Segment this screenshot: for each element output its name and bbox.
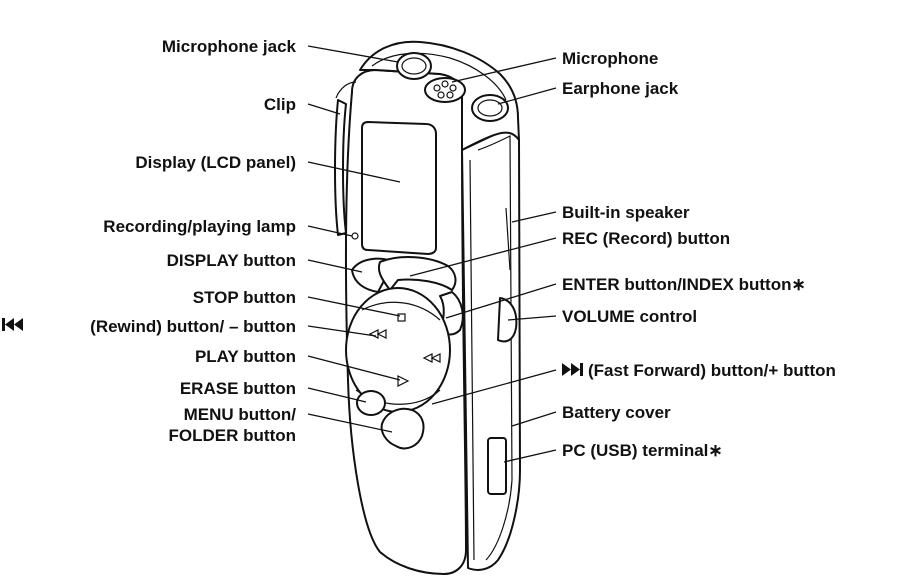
stop-icon: [397, 313, 406, 322]
label-battery-cover: Battery cover: [562, 403, 671, 422]
skip-back-icon: [2, 318, 23, 331]
label-rewind-button: (Rewind) button/ – button: [90, 317, 296, 336]
label-built-in-speaker: Built-in speaker: [562, 203, 690, 222]
label-pc-usb-terminal: PC (USB) terminal∗: [562, 441, 723, 460]
label-erase-button: ERASE button: [180, 379, 296, 398]
play-icon: [397, 375, 410, 387]
label-recording-lamp: Recording/playing lamp: [103, 217, 296, 236]
skip-forward-icon: [562, 363, 583, 376]
label-microphone-jack: Microphone jack: [162, 37, 297, 56]
leader-lines: [307, 45, 557, 463]
fast-forward-icon: [422, 353, 441, 363]
label-menu-button: MENU button/: [184, 405, 297, 424]
label-enter-index-button: ENTER button/INDEX button∗: [562, 275, 806, 294]
label-microphone: Microphone: [562, 49, 658, 68]
label-display-button: DISPLAY button: [167, 251, 296, 270]
label-clip: Clip: [264, 95, 296, 114]
label-display-lcd: Display (LCD panel): [135, 153, 296, 172]
label-stop-button: STOP button: [193, 288, 296, 307]
label-folder-button: FOLDER button: [169, 426, 296, 445]
label-rec-button: REC (Record) button: [562, 229, 730, 248]
labels-left: Microphone jack Clip Display (LCD panel)…: [2, 37, 297, 445]
label-volume-control: VOLUME control: [562, 307, 697, 326]
label-fast-forward-button: (Fast Forward) button/+ button: [588, 361, 836, 380]
label-play-button: PLAY button: [195, 347, 296, 366]
label-earphone-jack: Earphone jack: [562, 79, 679, 98]
labels-right: Microphone Earphone jack Built-in speake…: [562, 49, 836, 460]
